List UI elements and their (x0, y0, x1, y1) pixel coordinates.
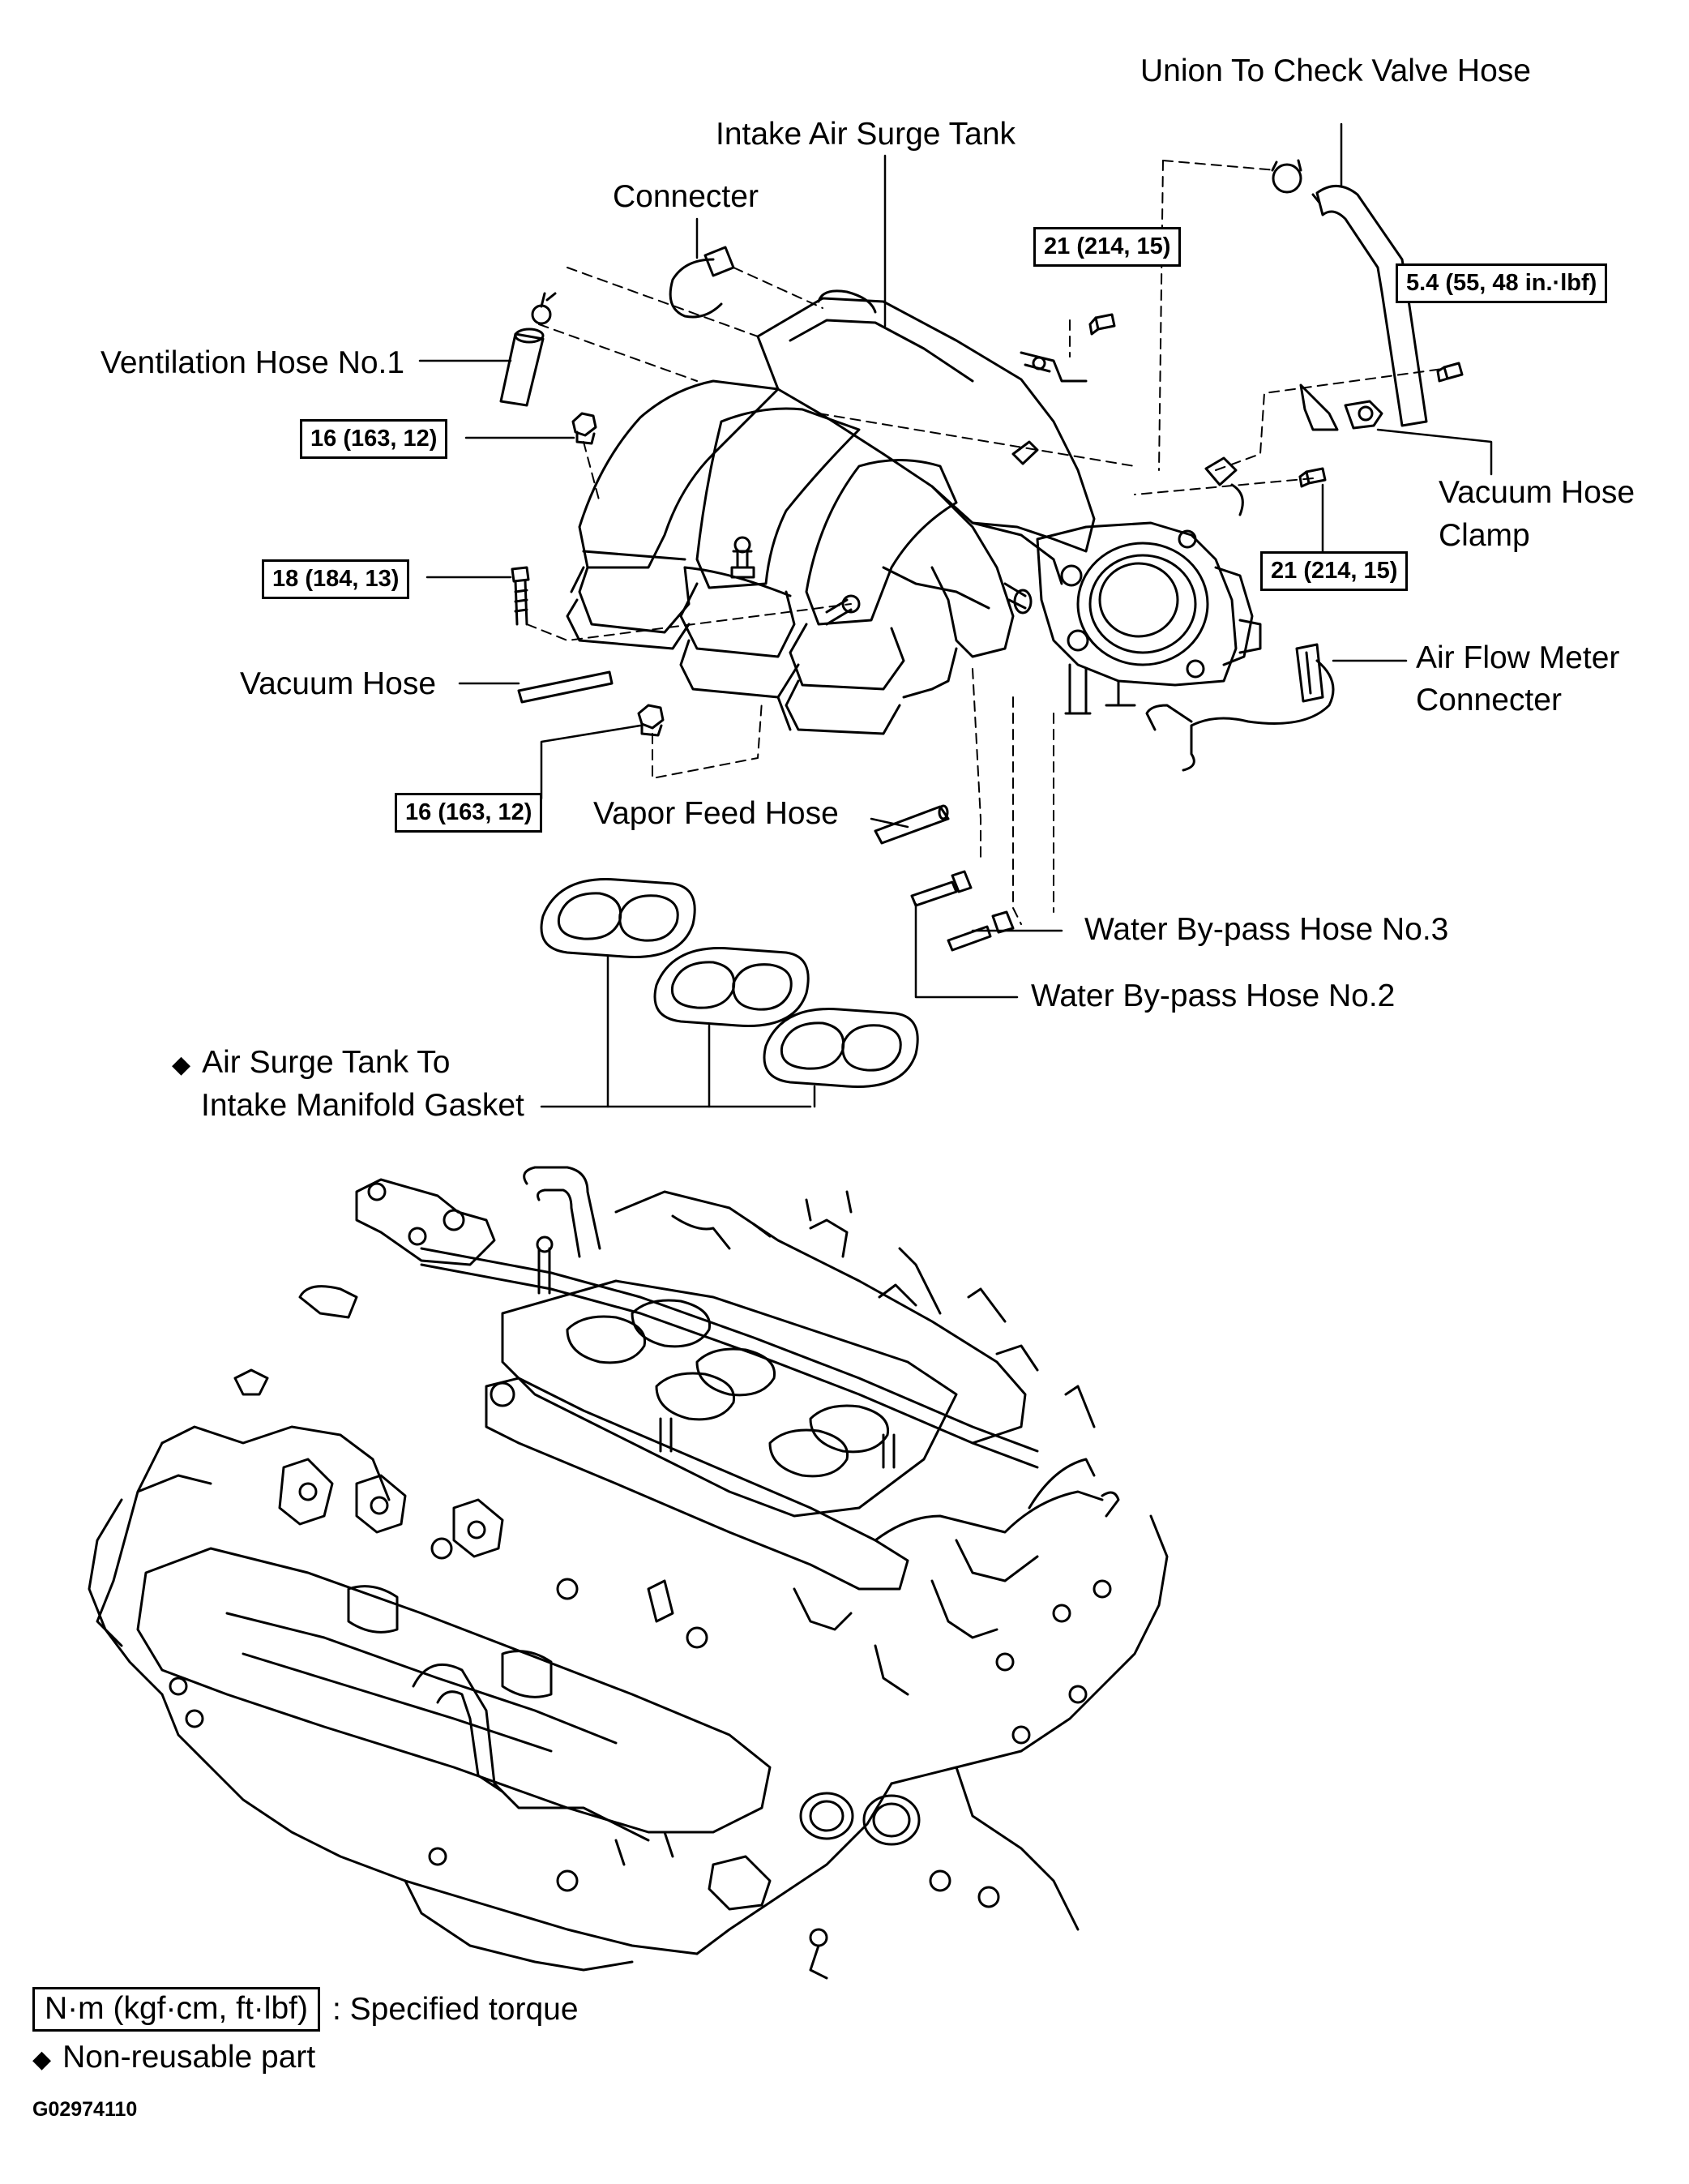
non-reusable-diamond-icon: ◆ (172, 1051, 191, 1078)
label-ventilation-hose-no1: Ventilation Hose No.1 (100, 345, 405, 380)
intake-air-surge-tank-drawing (566, 289, 1096, 735)
torque-box-top-right: 5.4 (55, 48 in.·lbf) (1396, 263, 1608, 303)
ventilation-hose-drawing (499, 292, 557, 407)
engine-block-drawing (88, 1166, 1169, 1980)
torque-box-left-upper: 16 (163, 12) (300, 419, 448, 459)
figure-code: G02974110 (32, 2098, 138, 2121)
label-air-flow-meter-line2: Connecter (1416, 683, 1562, 717)
legend-non-reusable: ◆ Non-reusable part (32, 2040, 316, 2075)
label-vapor-feed-hose: Vapor Feed Hose (593, 796, 839, 831)
label-union-check-valve-hose: Union To Check Valve Hose (1140, 54, 1531, 88)
label-air-flow-meter-line1: Air Flow Meter (1416, 640, 1620, 675)
label-intake-air-surge-tank: Intake Air Surge Tank (716, 117, 1016, 152)
air-flow-meter-connector-drawing (1145, 643, 1335, 772)
legend-torque-unit-box: N·m (kgf·cm, ft·lbf) (32, 1987, 320, 2032)
legend-non-reusable-text: Non-reusable part (62, 2040, 316, 2075)
torque-box-left-middle: 18 (184, 13) (262, 559, 410, 599)
throttle-body-drawing (1036, 521, 1262, 715)
label-vacuum-hose-clamp-line2: Clamp (1439, 518, 1530, 553)
alignment-dashed-lines (526, 160, 1443, 925)
gaskets-drawing (540, 878, 919, 1088)
leader-lines (418, 122, 1493, 1108)
legend-torque-description: : Specified torque (332, 1992, 579, 2027)
label-water-bypass-hose-no3: Water By-pass Hose No.3 (1084, 912, 1449, 947)
legend-diamond-icon: ◆ (32, 2046, 52, 2073)
label-gasket-line1: ◆ Air Surge Tank To (172, 1045, 451, 1081)
label-connecter: Connecter (613, 179, 759, 214)
torque-box-left-lower: 16 (163, 12) (395, 793, 543, 833)
fasteners-drawing (511, 313, 1464, 737)
torque-box-top-center: 21 (214, 15) (1033, 227, 1182, 267)
label-water-bypass-hose-no2: Water By-pass Hose No.2 (1031, 979, 1396, 1013)
torque-box-right-middle: 21 (214, 15) (1260, 551, 1409, 591)
gasket-label-text: Air Surge Tank To (202, 1045, 451, 1080)
connector-drawing (669, 246, 735, 319)
union-check-valve-hose-drawing (1271, 159, 1428, 430)
label-vacuum-hose: Vacuum Hose (240, 666, 437, 701)
label-vacuum-hose-clamp-line1: Vacuum Hose (1439, 475, 1636, 510)
label-gasket-line2: Intake Manifold Gasket (201, 1088, 524, 1123)
